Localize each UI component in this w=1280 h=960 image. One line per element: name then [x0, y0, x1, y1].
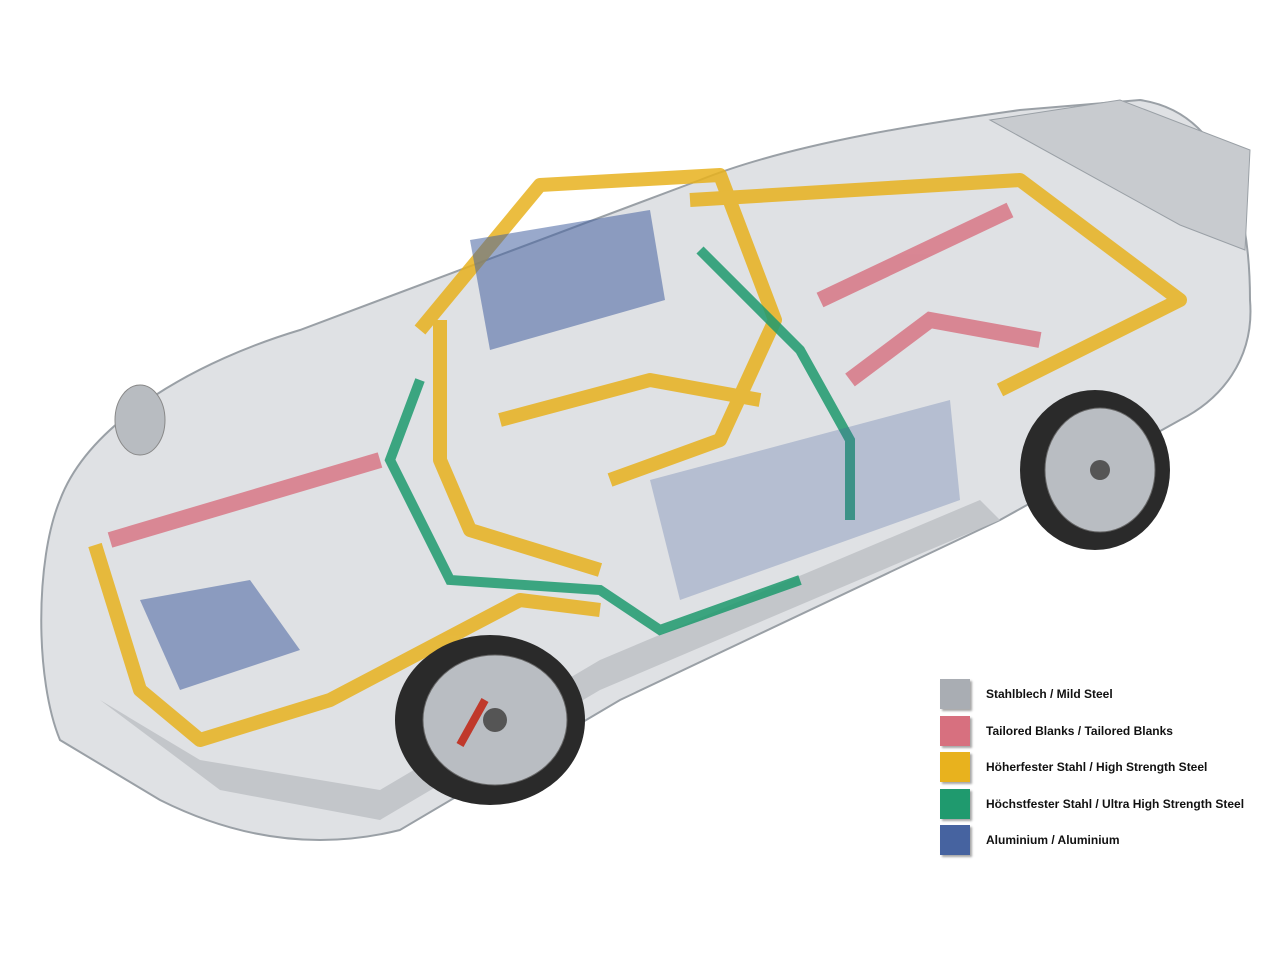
legend-swatch [940, 752, 970, 783]
legend-label: Höherfester Stahl / High Strength Steel [986, 760, 1208, 775]
legend-item-tailored-blanks: Tailored Blanks / Tailored Blanks [940, 713, 1244, 750]
legend-label: Tailored Blanks / Tailored Blanks [986, 723, 1173, 738]
aluminium-parts [140, 210, 960, 690]
material-legend: Stahlblech / Mild Steel Tailored Blanks … [940, 676, 1244, 859]
legend-label: Stahlblech / Mild Steel [986, 687, 1113, 702]
legend-label: Aluminium / Aluminium [986, 833, 1120, 848]
legend-label: Höchstfester Stahl / Ultra High Strength… [986, 796, 1245, 811]
legend-item-ultra-high-strength-steel: Höchstfester Stahl / Ultra High Strength… [940, 786, 1244, 823]
legend-item-aluminium: Aluminium / Aluminium [940, 822, 1244, 859]
legend-swatch [940, 679, 970, 710]
legend-swatch [940, 825, 970, 856]
legend-item-high-strength-steel: Höherfester Stahl / High Strength Steel [940, 749, 1244, 786]
legend-item-mild-steel: Stahlblech / Mild Steel [940, 676, 1244, 713]
legend-swatch [940, 788, 970, 819]
tailored-blanks-parts [107, 202, 1042, 548]
legend-swatch [940, 715, 970, 746]
ultra-high-strength-steel-parts [384, 246, 855, 636]
high-strength-steel-frame [88, 168, 1187, 747]
rear-wheel [1020, 390, 1170, 550]
front-wheel [395, 635, 585, 805]
